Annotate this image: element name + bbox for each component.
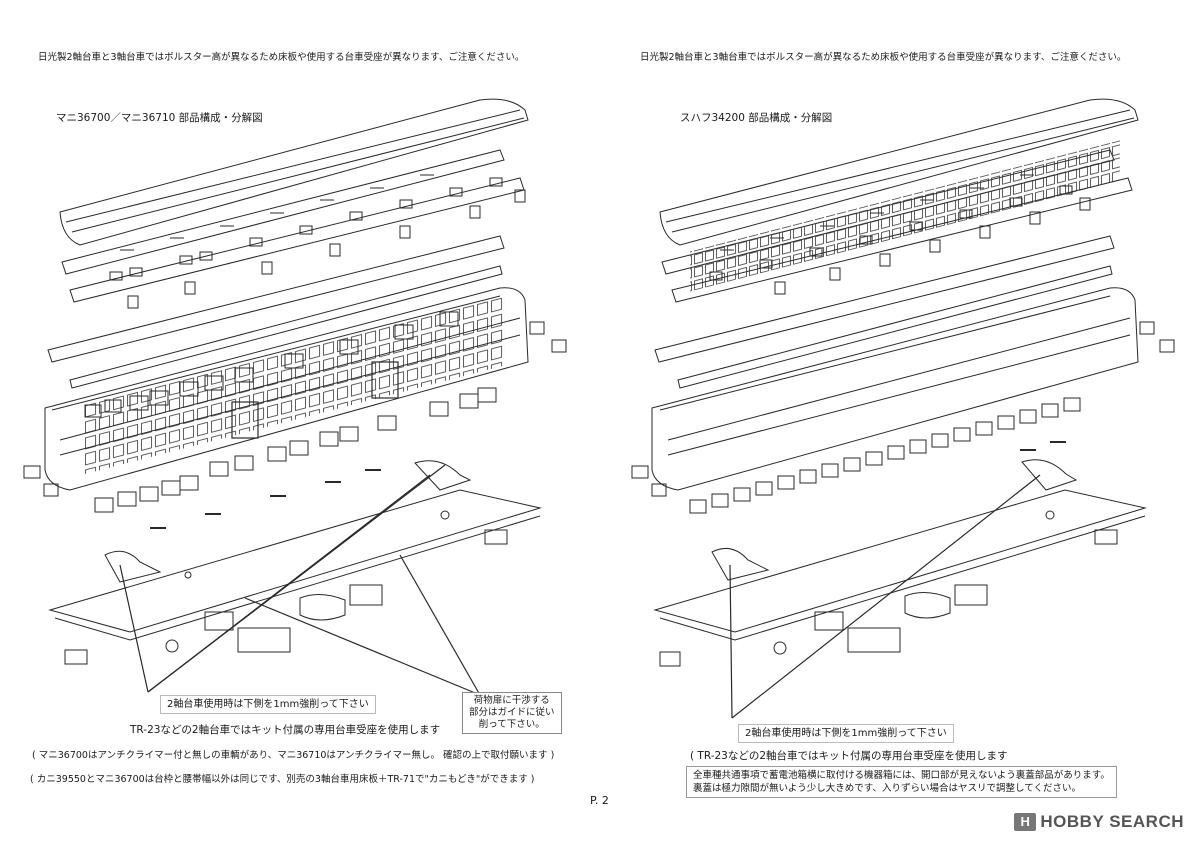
right-note-2-line-2: 裏蓋は極力隙間が無いよう少し大きめです、入りずらい場合はヤスリで調整してください…: [693, 783, 1081, 794]
left-note-2: ( マニ36700はアンチクライマー付と無しの車輌があり、マニ36710はアンチ…: [32, 750, 555, 761]
left-callout-2axle: 2軸台車使用時は下側を1mm強削って下さい: [160, 695, 376, 714]
left-end-parts: [23, 321, 567, 497]
right-title: スハフ34200 部品構成・分解図: [680, 112, 833, 124]
right-equipment-parts: [659, 529, 1118, 667]
hobby-search-logo-icon: H: [1014, 813, 1037, 831]
right-window-parts: [689, 397, 1081, 514]
left-title: マニ36700／マニ36710 部品構成・分解図: [56, 112, 263, 124]
left-notice: 日光製2軸台車と3軸台車ではボルスター高が異なるため床板や使用する台車受座が異な…: [38, 52, 525, 63]
right-interior-strip: [654, 235, 1115, 389]
left-callout-door-line-3: 削って下さい。: [478, 719, 545, 730]
right-callout-2axle: 2軸台車使用時は下側を1mm強削って下さい: [738, 724, 954, 743]
page-number: P. 2: [590, 794, 609, 807]
watermark-text: HOBBY SEARCH: [1040, 812, 1184, 831]
right-note-1: ( TR-23などの2軸台車ではキット付属の専用台車受座を使用します: [690, 750, 1008, 762]
right-end-parts: [631, 321, 1175, 497]
left-note-3: ( カニ39550とマニ36700は台枠と腰帯幅以外は同じです、別売の3軸台車用…: [30, 774, 535, 785]
right-exploded-drawing: [631, 98, 1175, 719]
right-underframe: [653, 459, 1147, 641]
left-roof-vent-row-1: [61, 149, 505, 275]
left-underframe: [48, 460, 542, 641]
left-ventilators: [127, 189, 526, 309]
left-callout-door: 荷物扉に干渉する 部分はガイドに従い 削って下さい。: [462, 692, 562, 734]
left-exploded-drawing: [23, 98, 567, 696]
left-equipment-parts: [64, 529, 508, 665]
watermark: H HOBBY SEARCH: [1014, 812, 1184, 832]
right-roof: [659, 98, 1139, 246]
left-car-body: [44, 287, 529, 491]
left-note-1: TR-23などの2軸台車ではキット付属の専用台車受座を使用します: [130, 724, 441, 736]
left-leader-lines: [119, 464, 481, 696]
right-car-body: [651, 140, 1139, 491]
left-callout-door-line-1: 荷物扉に干渉する: [473, 695, 550, 706]
right-leader-lines: [729, 474, 1041, 719]
left-callout-door-line-2: 部分はガイドに従い: [469, 707, 555, 718]
left-interior-strip: [47, 235, 505, 389]
right-notice: 日光製2軸台車と3軸台車ではボルスター高が異なるため床板や使用する台車受座が異な…: [640, 52, 1127, 63]
left-roof: [59, 98, 529, 246]
left-window-parts: [94, 387, 497, 529]
right-note-2: 全車種共通事項で蓄電池箱横に取付ける機器箱には、開口部が見えないよう裏蓋部品があ…: [686, 766, 1117, 798]
right-ventilators: [774, 197, 1091, 295]
right-note-2-line-1: 全車種共通事項で蓄電池箱横に取付ける機器箱には、開口部が見えないよう裏蓋部品があ…: [693, 770, 1110, 781]
